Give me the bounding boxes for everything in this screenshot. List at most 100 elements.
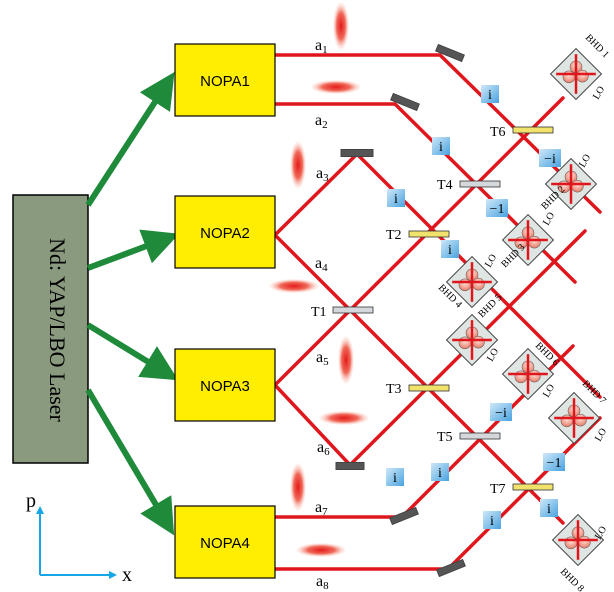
lo-label-3: LO <box>541 210 557 227</box>
nopa-2: NOPA2 <box>174 195 276 269</box>
mode-label-a7: a7 <box>315 499 328 518</box>
mirror-1 <box>435 43 465 63</box>
phase-shifter-6-label: i <box>438 466 442 481</box>
nopa-4-label: NOPA4 <box>200 535 250 552</box>
squeezing-ellipse-a8 <box>296 543 346 557</box>
pump-arrow-3 <box>86 322 179 381</box>
mode-label-a6: a6 <box>317 439 330 458</box>
detector-bhd-5 <box>445 313 499 367</box>
squeezing-ellipse-a2 <box>311 80 361 94</box>
beamsplitter-t2 <box>408 230 450 238</box>
mode-label-a1: a1 <box>315 37 328 56</box>
phase-shifter-1-label: i <box>488 88 492 103</box>
beam-a5 <box>273 96 565 387</box>
mirror-2 <box>390 92 420 112</box>
mirror-6 <box>436 558 466 578</box>
phase-shifter-11-label: −i <box>495 406 507 421</box>
mode-label-a2: a2 <box>315 112 328 131</box>
beamsplitter-t3 <box>408 384 450 392</box>
squeezing-ellipse-a6 <box>319 411 369 425</box>
beamsplitter-t2-label: T2 <box>386 228 402 243</box>
phase-shifter-5: i <box>386 468 404 486</box>
beamsplitter-labels: T1 T2 T3 T4 T5 T6 T7 <box>311 125 506 497</box>
pump-arrow-2 <box>86 229 180 271</box>
bhd-1-label: BHD 1 <box>583 32 611 60</box>
mirrors <box>335 43 466 578</box>
mirror-3 <box>340 149 374 157</box>
phase-shifter-9-label: −i <box>544 152 556 167</box>
mode-labels: a1 a2 a3 a4 a5 a6 a7 a8 <box>315 37 330 592</box>
lo-label-1: LO <box>591 84 607 101</box>
phase-shifter-4-label: i <box>448 243 452 258</box>
squeezing-ellipse-a1 <box>333 2 349 50</box>
phase-shifter-9: −i <box>539 149 561 167</box>
laser-box <box>12 194 89 464</box>
mode-label-a4: a4 <box>315 255 328 274</box>
lo-label-7: LO <box>593 426 609 443</box>
phase-shifter-7: i <box>483 511 501 529</box>
bhd-8-label: BHD 8 <box>558 566 586 592</box>
phase-shifters: i i i i i i i i <box>386 85 565 529</box>
beamsplitter-t5 <box>459 432 501 440</box>
axes-indicator: p x <box>26 490 132 586</box>
phase-shifter-11: −i <box>490 403 512 421</box>
beamsplitter-t6-label: T6 <box>490 125 506 140</box>
beamsplitter-t6 <box>512 126 554 134</box>
beamsplitter-t1 <box>332 306 374 314</box>
phase-shifter-10: −1 <box>486 199 508 217</box>
phase-shifter-4: i <box>441 240 459 258</box>
phase-shifter-12-label: −1 <box>547 456 562 471</box>
beamsplitters <box>332 126 554 491</box>
beamsplitter-t7 <box>512 483 554 491</box>
lo-label-6: LO <box>541 382 557 399</box>
beamsplitter-t1-label: T1 <box>311 305 327 320</box>
beam-a2 <box>273 102 577 284</box>
laser-label: Nd: YAP/LBO Laser <box>45 238 70 422</box>
nopa-1-label: NOPA1 <box>200 73 250 90</box>
mode-label-a5: a5 <box>316 349 329 368</box>
detector-bhd-1 <box>549 47 603 101</box>
phase-shifter-2-label: i <box>439 140 443 155</box>
nopa-3: NOPA3 <box>174 348 276 422</box>
squeezing-ellipses <box>269 2 369 557</box>
nopa-4: NOPA4 <box>174 505 276 579</box>
phase-shifter-1: i <box>481 85 499 103</box>
squeezing-ellipse-a3 <box>290 141 306 189</box>
nopa-2-label: NOPA2 <box>200 225 250 242</box>
mirror-5 <box>389 506 419 526</box>
phase-shifter-7-label: i <box>490 514 494 529</box>
beamsplitter-t5-label: T5 <box>437 430 453 445</box>
detector-bhd-6 <box>501 347 555 401</box>
detector-bhd-7 <box>547 391 601 445</box>
phase-shifter-2: i <box>432 137 450 155</box>
squeezing-ellipse-a4 <box>269 279 319 293</box>
detector-bhd-8 <box>551 513 605 567</box>
phase-shifter-8: i <box>540 499 558 517</box>
nopa-1: NOPA1 <box>174 43 276 117</box>
phase-shifter-3-label: i <box>394 192 398 207</box>
phase-shifter-10-label: −1 <box>490 202 505 217</box>
pump-arrows <box>85 71 180 536</box>
phase-shifter-12: −1 <box>543 453 565 471</box>
mirror-4 <box>335 462 365 470</box>
phase-shifter-5-label: i <box>393 471 397 486</box>
phase-shifter-8-label: i <box>547 502 551 517</box>
squeezing-ellipse-a7 <box>290 463 306 511</box>
beamsplitter-t4-label: T4 <box>437 178 453 193</box>
pump-arrow-4 <box>85 388 175 536</box>
x-axis-label: x <box>122 564 132 586</box>
phase-shifter-6: i <box>431 463 449 481</box>
p-axis-label: p <box>26 490 36 512</box>
nopa-3-label: NOPA3 <box>200 378 250 395</box>
beamsplitter-t3-label: T3 <box>386 382 402 397</box>
detector-bhd-4 <box>445 255 499 309</box>
mode-label-a3: a3 <box>316 165 329 184</box>
mode-label-a8: a8 <box>316 573 329 592</box>
detector-bhd-2 <box>544 157 598 211</box>
beam-a4 <box>273 233 565 525</box>
detector-labels: BHD 1 BHD 2 BHD 3 BHD 4 BHD 5 BHD 6 BHD … <box>436 32 611 592</box>
detector-bhd-3 <box>501 213 555 267</box>
lo-label-4: LO <box>483 252 499 269</box>
squeezing-ellipse-a5 <box>338 336 354 384</box>
